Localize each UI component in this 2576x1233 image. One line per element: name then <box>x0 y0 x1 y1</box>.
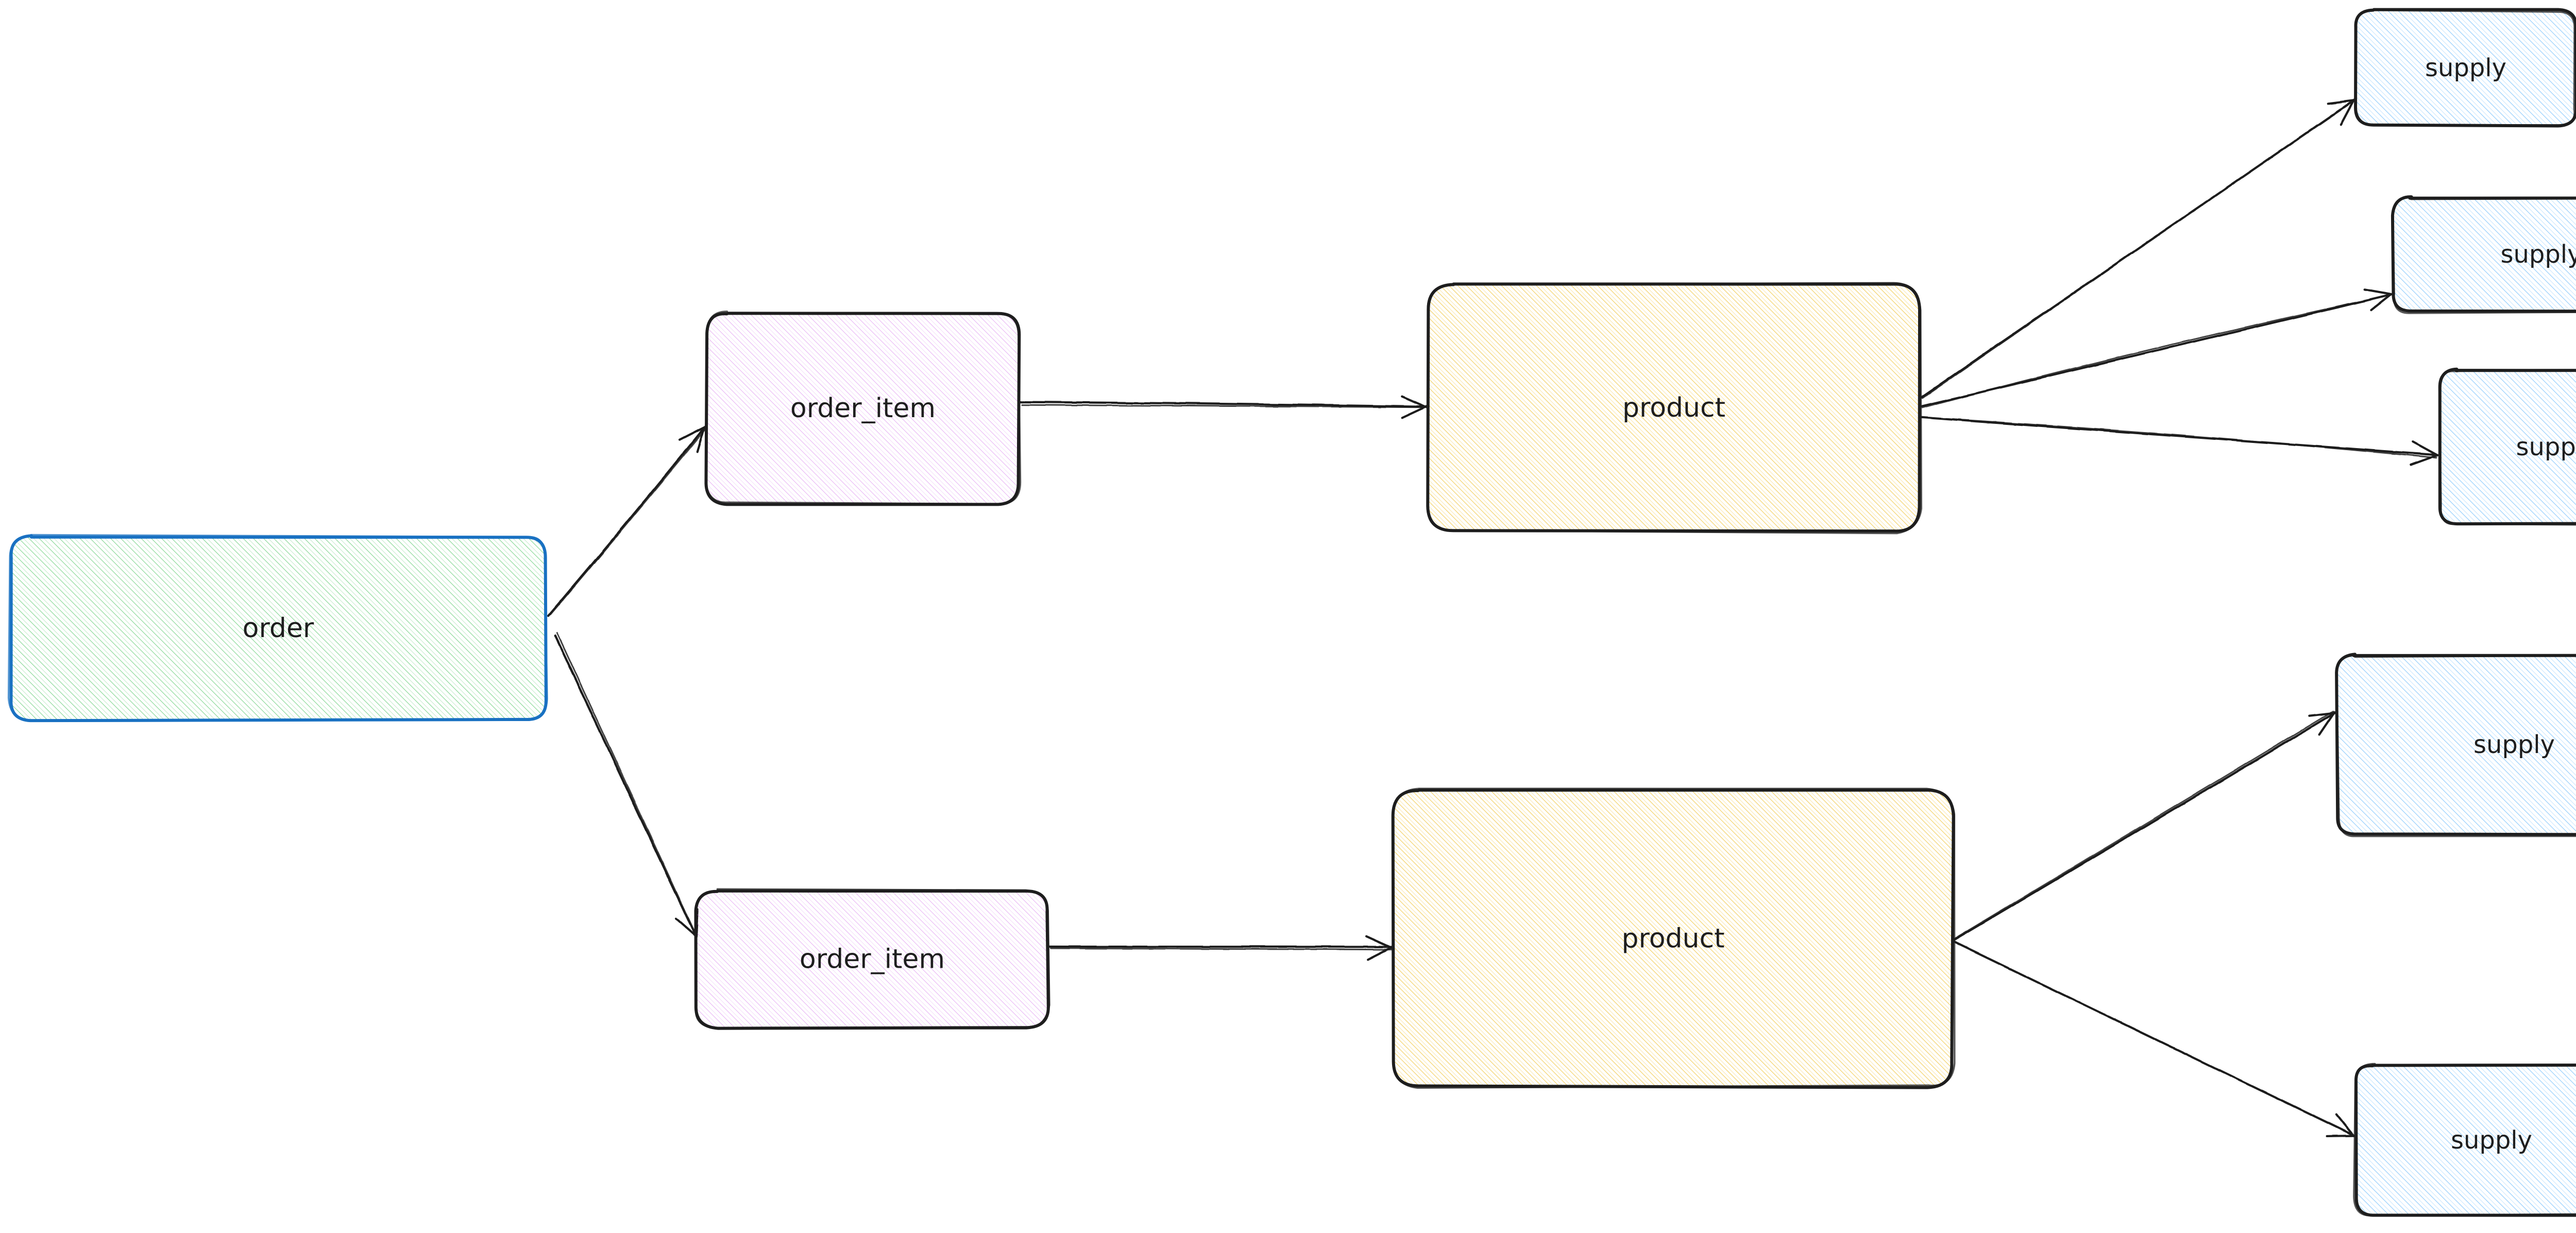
node-label: supply <box>2425 54 2506 82</box>
edge-order-to-order_item_top[interactable] <box>547 425 706 617</box>
node-fill <box>2355 9 2576 127</box>
arrowhead <box>2327 99 2355 105</box>
node-label: product <box>1622 392 1725 423</box>
node-outline <box>1392 787 1956 1089</box>
edge-order_item_top-to-product_top[interactable] <box>1020 396 1428 419</box>
arrowhead <box>678 426 706 441</box>
edge-line <box>1921 417 2437 459</box>
node-outline <box>694 888 1050 1030</box>
edge-line <box>1050 947 1395 951</box>
node-product-top[interactable]: product <box>1426 282 1923 535</box>
node-fill <box>2439 369 2576 525</box>
arrowhead <box>2340 99 2355 126</box>
node-outline <box>2353 1063 2576 1217</box>
node-supply-1[interactable]: supply <box>2354 8 2576 128</box>
node-label: product <box>1621 923 1724 954</box>
edge-line <box>547 425 706 617</box>
node-label: supply <box>2516 433 2576 461</box>
node-fill <box>706 313 1019 504</box>
node-label: order_item <box>790 393 936 424</box>
node-supply-3[interactable]: supply <box>2438 367 2576 526</box>
node-order-item-top[interactable]: order_item <box>704 311 1022 506</box>
node-fill <box>1427 284 1921 533</box>
arrowhead <box>696 426 706 453</box>
node-outline <box>7 534 548 722</box>
edge-line <box>1020 401 1427 408</box>
node-outline <box>2438 369 2576 526</box>
edge-product_bottom-to-supply_5[interactable] <box>1953 941 2357 1138</box>
arrowhead <box>1401 396 1428 408</box>
node-fill <box>696 890 1049 1027</box>
edge-product_top-to-supply_3[interactable] <box>1920 416 2438 466</box>
node-fill <box>2336 654 2576 835</box>
arrowhead <box>674 917 698 938</box>
node-order-item-bottom[interactable]: order_item <box>694 888 1050 1030</box>
edge-line <box>1921 294 2392 408</box>
node-outline <box>2392 195 2576 314</box>
node-outline <box>2354 9 2575 126</box>
edge-product_bottom-to-supply_4[interactable] <box>1953 710 2336 941</box>
edge-line <box>1953 712 2336 941</box>
edge-line <box>1920 416 2438 456</box>
node-supply-2[interactable]: supply <box>2391 195 2576 314</box>
edge-line <box>1954 941 2357 1137</box>
arrowhead <box>2411 440 2438 457</box>
node-label: supply <box>2473 730 2555 759</box>
node-order[interactable]: order <box>7 534 548 723</box>
node-product-bottom[interactable]: product <box>1391 787 1956 1089</box>
edge-order-to-order_item_bottom[interactable] <box>554 632 699 938</box>
arrowhead <box>2318 711 2336 736</box>
edge-product_top-to-supply_1[interactable] <box>1920 98 2355 399</box>
arrowhead <box>2335 1113 2355 1137</box>
node-label: supply <box>2500 240 2576 269</box>
edges-layer <box>547 98 2438 1138</box>
arrowhead <box>2363 288 2392 296</box>
edge-product_top-to-supply_2[interactable] <box>1920 288 2393 408</box>
node-outline <box>1427 282 1923 535</box>
edge-line <box>1021 404 1426 408</box>
edge-line <box>1954 710 2334 940</box>
node-outline <box>2335 654 2576 837</box>
node-label: supply <box>2451 1126 2532 1155</box>
edge-line <box>556 632 697 936</box>
node-outline <box>2438 367 2576 526</box>
node-label: order_item <box>800 944 945 975</box>
node-supply-5[interactable]: supply <box>2353 1063 2576 1217</box>
arrowhead <box>2370 294 2392 312</box>
node-fill <box>2393 196 2576 313</box>
arrowhead <box>1365 935 1393 949</box>
arrowhead <box>2308 711 2336 717</box>
arrowhead <box>1401 405 1428 419</box>
node-fill <box>9 536 547 720</box>
node-label: order <box>243 613 314 644</box>
edge-line <box>549 429 706 615</box>
edge-line <box>554 635 698 938</box>
node-supply-4[interactable]: supply <box>2335 653 2576 837</box>
arrowhead <box>1367 946 1393 961</box>
edge-line <box>1922 98 2355 399</box>
arrowhead <box>2410 454 2438 466</box>
node-fill <box>2355 1065 2576 1216</box>
edge-order_item_bottom-to-product_bottom[interactable] <box>1048 935 1395 961</box>
node-outline <box>704 311 1022 505</box>
nodes-layer: order order_item order_item product prod… <box>7 8 2576 1217</box>
node-fill <box>1393 790 1954 1088</box>
